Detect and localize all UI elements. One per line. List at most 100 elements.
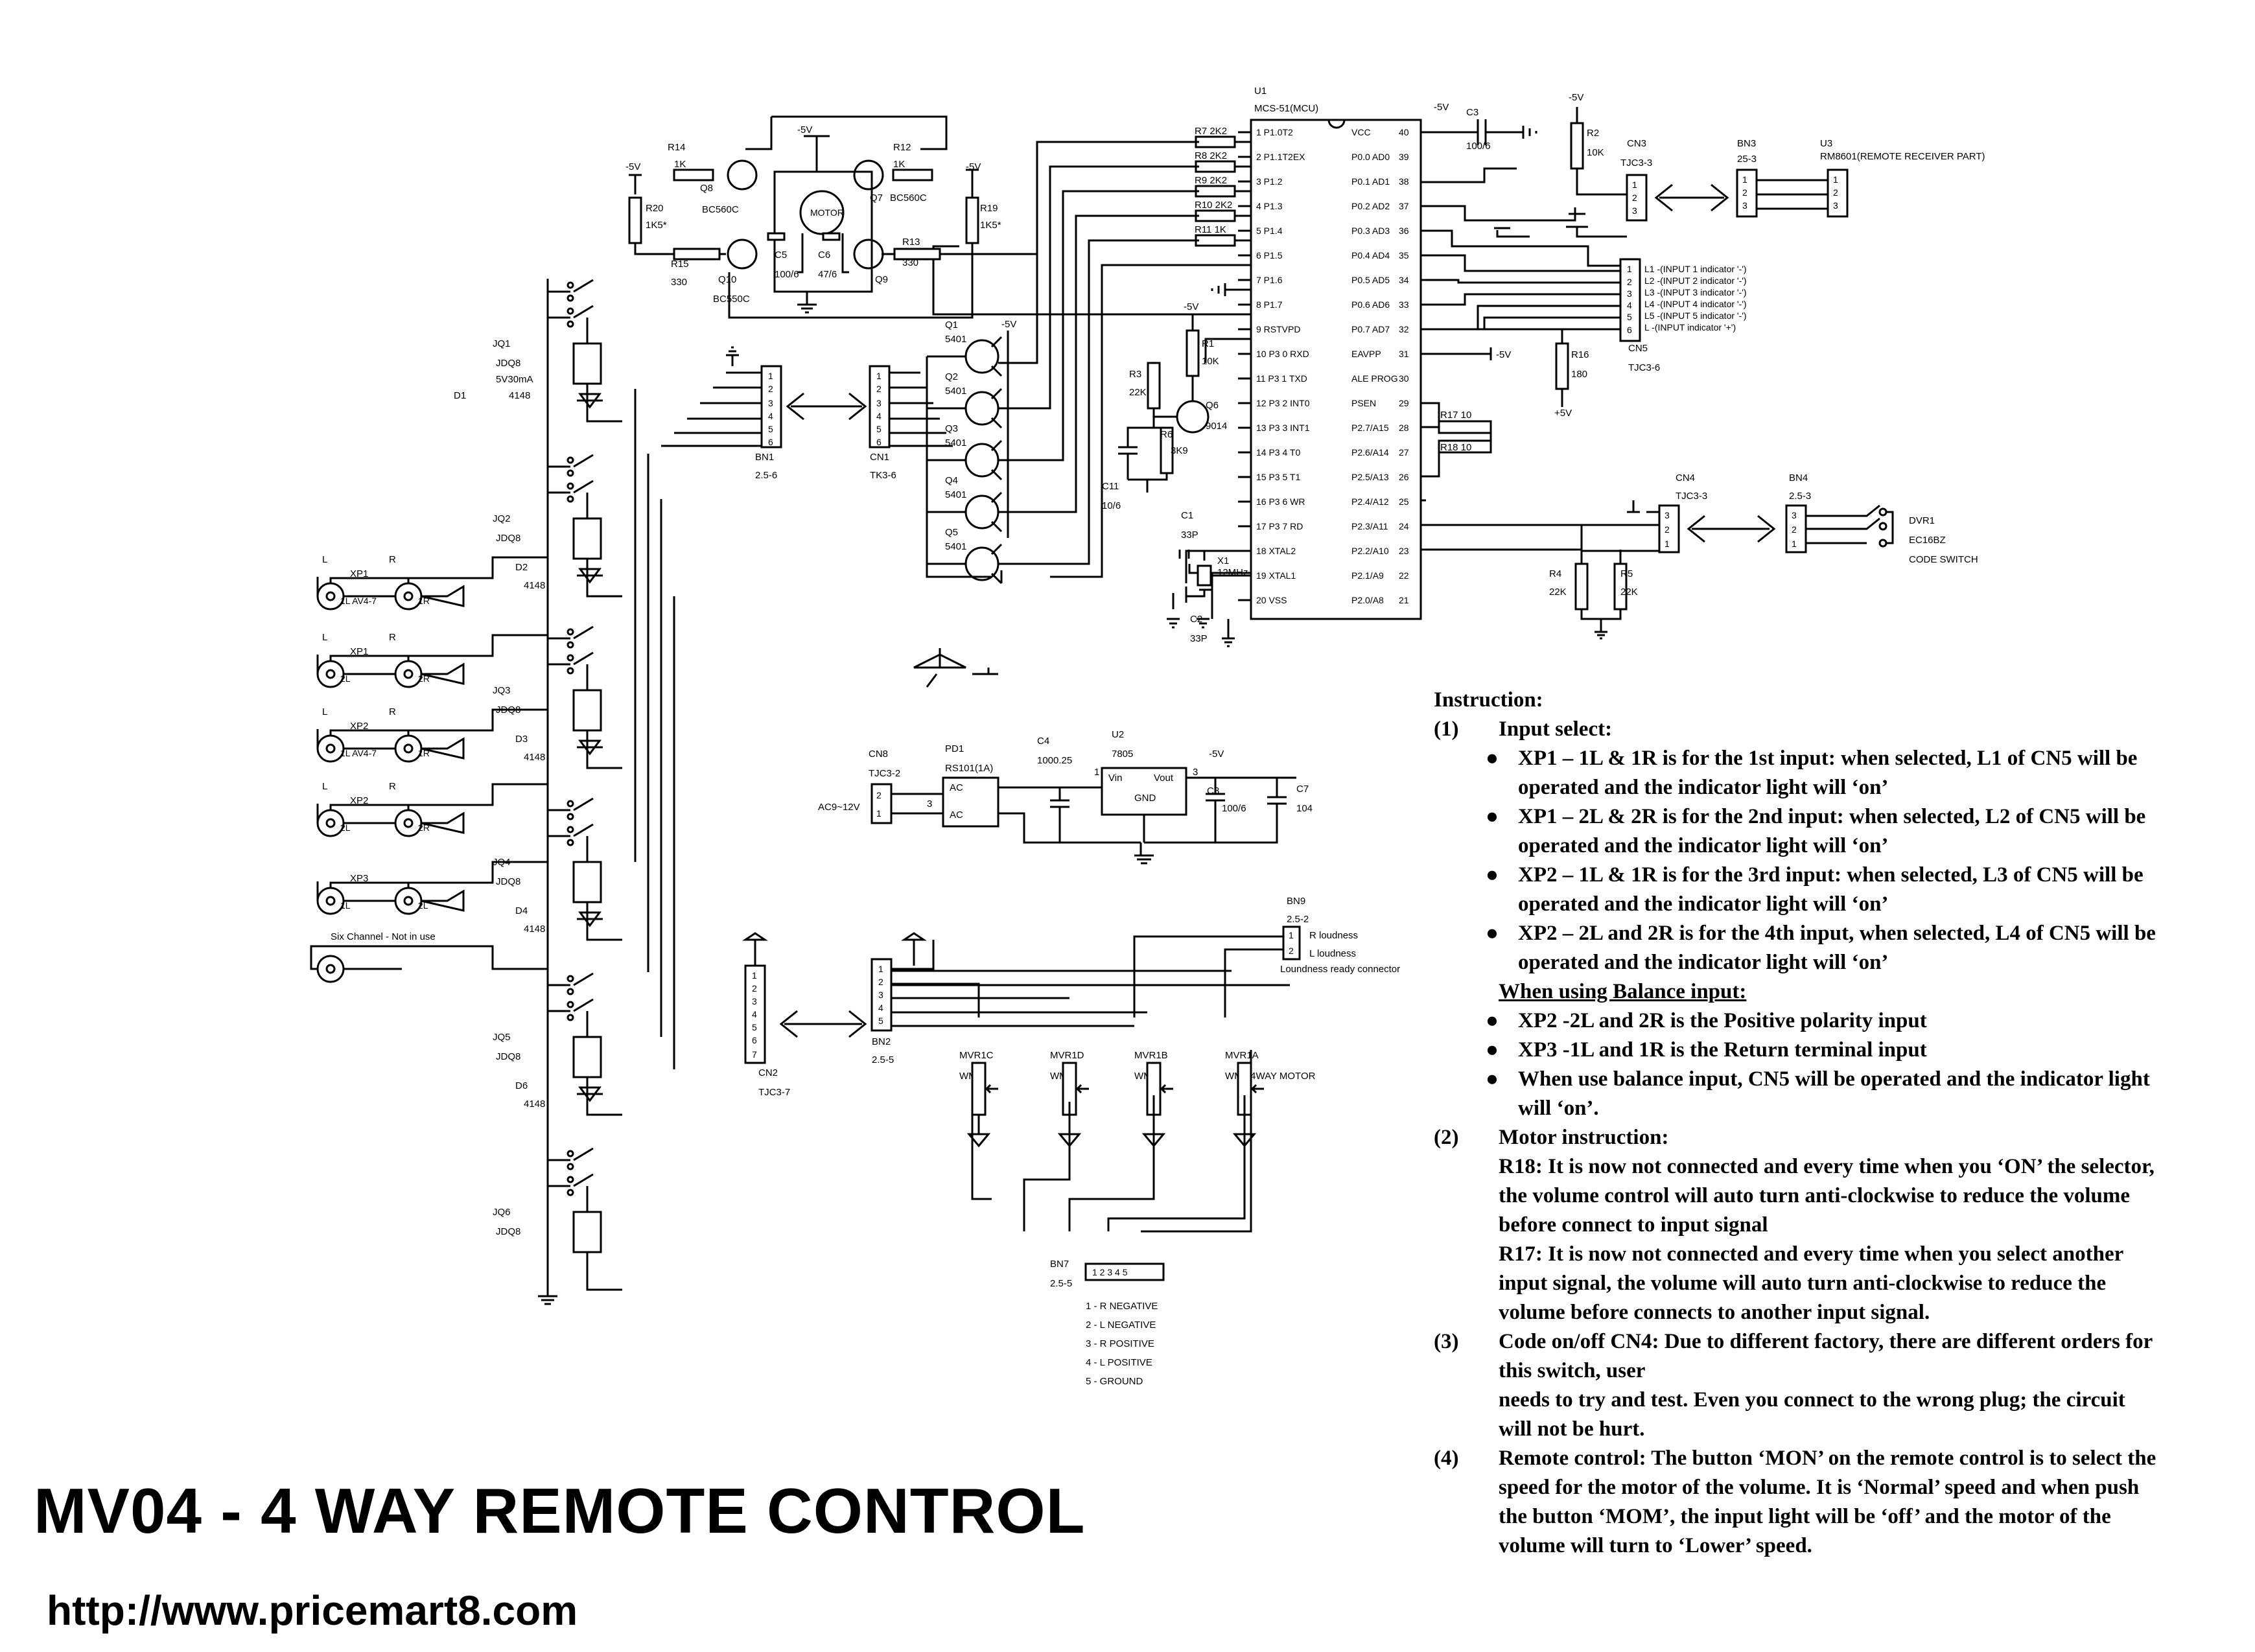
mcu-left-pin: 6 P1.5 [1256, 250, 1283, 261]
svg-text:2: 2 [878, 977, 883, 987]
svg-text:R15: R15 [671, 259, 689, 270]
svg-text:1: 1 [876, 808, 882, 819]
relay-rating: 5V30mA [496, 374, 533, 385]
rca-jack[interactable] [394, 887, 423, 915]
rca-jack[interactable] [316, 734, 345, 763]
jack-wire [329, 881, 410, 888]
jack-l-label: L [322, 632, 327, 643]
transistor-type: 5401 [945, 489, 966, 500]
svg-text:4: 4 [1627, 300, 1632, 310]
svg-text:2: 2 [876, 384, 882, 394]
mcu-left-pin: 15 P3 5 T1 [1256, 472, 1300, 482]
svg-text:5: 5 [878, 1016, 883, 1026]
svg-text:DVR1: DVR1 [1909, 515, 1935, 526]
rca-jack[interactable] [316, 887, 345, 915]
mcu-right-wires: -5V C3 100/6 -5V R2 10K R16 180 +5V -5V [1188, 92, 1659, 619]
item-4b: operated and the indicator light will ‘o… [1518, 951, 1889, 974]
switch-blade [573, 305, 594, 319]
svg-text:2.5-5: 2.5-5 [872, 1054, 894, 1065]
svg-text:1: 1 [878, 964, 883, 974]
svg-text:3: 3 [1792, 510, 1797, 520]
bullet-icon: ● [1486, 863, 1499, 887]
cn5-pin-label: L5 -(INPUT 5 indicator '-') [1644, 310, 1747, 321]
contact [567, 1014, 574, 1021]
code-text-c: needs to try and test. Even you connect … [1499, 1388, 2125, 1412]
svg-text:CN5: CN5 [1628, 343, 1648, 354]
mcu-right-pin: EAVPP [1351, 349, 1381, 359]
svg-text:Q8: Q8 [700, 183, 713, 194]
motor-text-b: the volume control will auto turn anti-c… [1499, 1184, 2131, 1207]
jack-wire [329, 655, 410, 661]
svg-text:L loudness: L loudness [1309, 948, 1356, 959]
rca-jack[interactable] [316, 809, 345, 837]
svg-text:6: 6 [768, 437, 773, 447]
relay-coil [572, 342, 602, 385]
mcu-right-pin: VCC [1351, 127, 1371, 137]
svg-text:TJC3-2: TJC3-2 [869, 768, 900, 779]
svg-text:2.5-5: 2.5-5 [1050, 1278, 1072, 1289]
relay-coil [572, 1036, 602, 1078]
svg-text:Q9: Q9 [875, 274, 888, 285]
svg-text:RS101(1A): RS101(1A) [945, 763, 993, 774]
mcu-right-pin: P2.0/A8 [1351, 595, 1384, 605]
contact [567, 307, 574, 315]
svg-text:BN7: BN7 [1050, 1259, 1069, 1270]
bullet-icon: ● [1486, 922, 1499, 945]
svg-text:CN8: CN8 [869, 749, 888, 760]
mcu-right-pin: P0.6 AD6 [1351, 299, 1390, 310]
mcu-left-pin: 18 XTAL2 [1256, 546, 1296, 556]
mcu-right-pin: P2.5/A13 [1351, 472, 1389, 482]
mcu-right-pin-number: 23 [1399, 546, 1409, 556]
wire [990, 491, 1003, 533]
svg-text:1: 1 [1627, 264, 1632, 274]
svg-text:CN4: CN4 [1676, 472, 1695, 483]
rca-jack[interactable] [316, 660, 345, 688]
mcu-left-pin: 1 P1.0T2 [1256, 127, 1293, 137]
cn3-bn3-u3: CN3 TJC3-3 123 BN3 25-3 123 U3 RM8601(RE… [1620, 138, 1985, 222]
mcu-right-pin: P0.2 AD2 [1351, 201, 1390, 211]
rca-jack-core [325, 818, 336, 828]
svg-text:22K: 22K [1129, 387, 1147, 398]
rca-jack[interactable] [394, 734, 423, 763]
svg-text:2: 2 [1792, 524, 1797, 535]
jack-wire [329, 577, 410, 583]
item-2a: XP1 – 2L & 2R is for the 2nd input: when… [1518, 805, 2146, 828]
relay-ref: JQ2 [493, 513, 511, 524]
mcu-right-pin-number: 29 [1399, 398, 1409, 408]
contact [567, 667, 574, 675]
rca-jack[interactable] [394, 660, 423, 688]
rca-jack[interactable] [316, 955, 345, 983]
svg-text:Vout: Vout [1154, 773, 1174, 784]
rca-jack[interactable] [394, 582, 423, 611]
relay-coil [572, 689, 602, 732]
svg-text:180: 180 [1571, 369, 1587, 380]
instruction-block: Instruction: (1) Input select: ● XP1 – 1… [1434, 686, 2249, 1561]
contact [567, 1189, 574, 1196]
rca-jack-core [403, 591, 414, 601]
website-url[interactable]: http://www.pricemart8.com [47, 1587, 578, 1634]
jack-r-label: R [389, 706, 396, 717]
mcu-notch [1327, 119, 1346, 129]
svg-text:10K: 10K [1202, 356, 1219, 367]
svg-text:4: 4 [768, 411, 773, 421]
mcu-right-pin-number: 30 [1399, 373, 1409, 384]
rca-jack[interactable] [316, 582, 345, 611]
contact [567, 628, 574, 636]
mcu-right-pin-number: 22 [1399, 570, 1409, 581]
relay-grounds [538, 666, 998, 1305]
svg-text:1: 1 [1792, 539, 1797, 549]
section-2-number: (2) [1434, 1126, 1459, 1149]
svg-text:7805: 7805 [1112, 749, 1133, 760]
svg-text:22K: 22K [1620, 587, 1638, 598]
diode-type: 4148 [509, 390, 530, 401]
svg-text:+5V: +5V [1554, 408, 1572, 419]
rca-jack[interactable] [394, 809, 423, 837]
svg-text:R loudness: R loudness [1309, 930, 1358, 941]
six-channel-label: Six Channel - Not in use [331, 931, 436, 942]
svg-text:Vin: Vin [1108, 773, 1122, 784]
switch-blade [573, 797, 594, 811]
